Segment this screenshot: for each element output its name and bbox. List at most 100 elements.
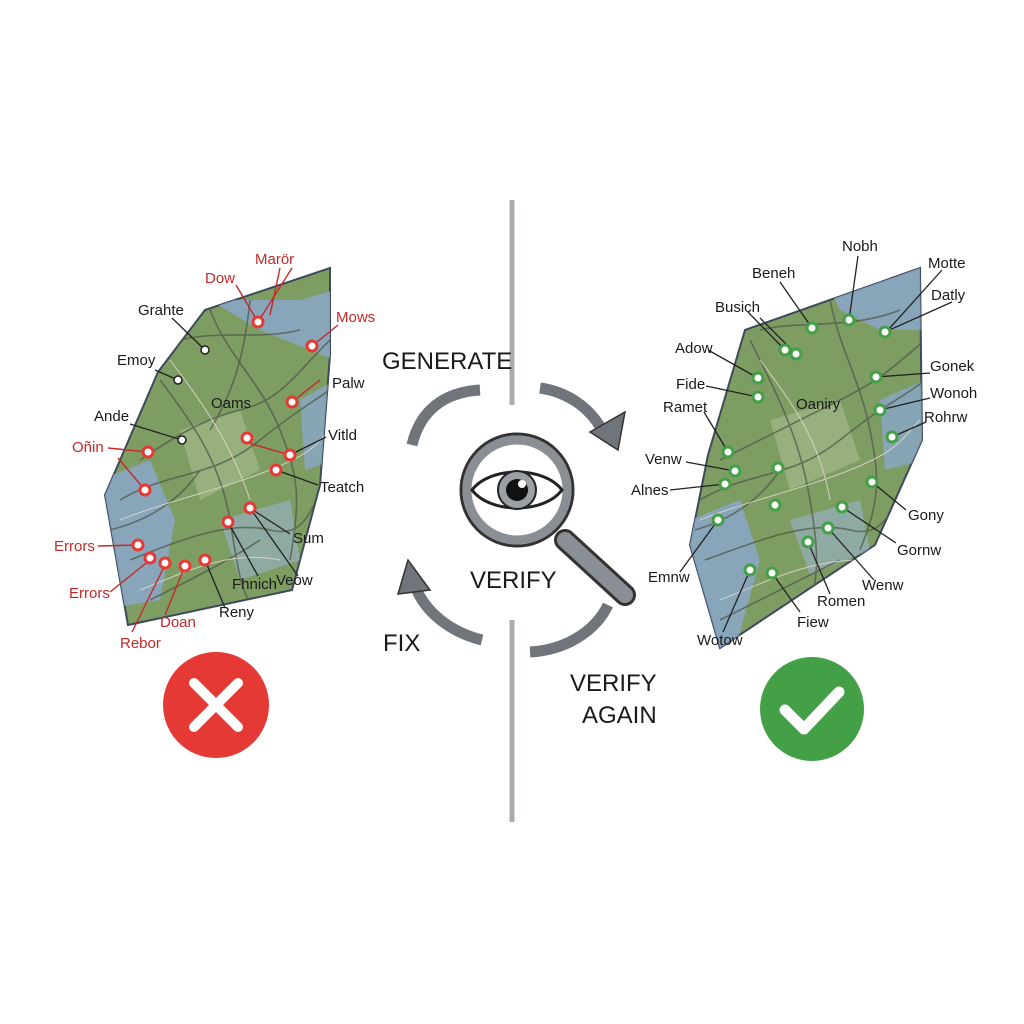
ok-marker: [711, 513, 725, 527]
left-label: Emoy: [117, 352, 156, 369]
right-label: Nobh: [842, 238, 878, 255]
left-map: Oams: [103, 266, 331, 627]
cycle-arrowheads: [396, 410, 627, 595]
ok-marker: [718, 477, 732, 491]
error-marker: [283, 448, 297, 462]
ok-marker: [801, 535, 815, 549]
step-fix: FIX: [383, 630, 420, 657]
left-label: Fhnich: [232, 576, 277, 593]
arrow-bottom-right: [529, 602, 613, 658]
right-label: Romen: [817, 593, 865, 610]
right-label: Fide: [676, 376, 705, 393]
left-label: Rebor: [120, 635, 161, 652]
ok-marker: [768, 498, 782, 512]
right-label: Gony: [908, 507, 944, 524]
step-generate: GENERATE: [382, 348, 512, 375]
ok-marker: [842, 313, 856, 327]
ok-marker: [869, 370, 883, 384]
ok-marker: [885, 430, 899, 444]
left-label: Dow: [205, 270, 235, 287]
right-label: Beneh: [752, 265, 795, 282]
error-marker: [143, 551, 157, 565]
right-ok-markers: [711, 313, 899, 580]
left-label: Vitld: [328, 427, 357, 444]
right-label: Motte: [928, 255, 966, 272]
arrow-bottom-left: [409, 583, 484, 646]
right-map-center-label: Oaniry: [796, 396, 841, 413]
step-verify-again-line1: VERIFY: [570, 670, 657, 697]
left-label: Veow: [276, 572, 313, 589]
ok-marker: [765, 566, 779, 580]
error-marker: [305, 339, 319, 353]
right-label: Ramet: [663, 399, 708, 416]
right-label: Rohrw: [924, 409, 968, 426]
right-label: Busich: [715, 299, 760, 316]
ok-marker: [743, 563, 757, 577]
check-icon: [760, 657, 864, 761]
left-error-markers: [131, 315, 319, 573]
ok-marker: [821, 521, 835, 535]
ok-marker: [878, 325, 892, 339]
left-label: Errors: [69, 585, 110, 602]
error-marker: [131, 538, 145, 552]
right-label: Emnw: [648, 569, 690, 586]
left-label: Grahte: [138, 302, 184, 319]
ok-marker: [721, 445, 735, 459]
ok-marker: [789, 347, 803, 361]
left-label: Oñin: [72, 439, 104, 456]
left-label: Mows: [336, 309, 375, 326]
arrow-top-right: [539, 382, 607, 433]
ok-marker: [778, 343, 792, 357]
right-label: Venw: [645, 451, 682, 468]
arrowhead-up-left: [396, 558, 432, 595]
right-label: Wenw: [862, 577, 904, 594]
ok-marker: [728, 464, 742, 478]
left-map-center-label: Oams: [211, 395, 251, 412]
ok-marker: [751, 390, 765, 404]
error-marker: [251, 315, 265, 329]
error-marker: [221, 515, 235, 529]
error-marker: [138, 483, 152, 497]
arrow-top-left: [406, 384, 481, 447]
error-marker: [158, 556, 172, 570]
right-label: Wotow: [697, 632, 743, 649]
magnifier-eye-icon: [459, 432, 636, 606]
right-label: Adow: [675, 340, 713, 357]
step-verify-again-line2: AGAIN: [582, 702, 657, 729]
left-label: Palw: [332, 375, 365, 392]
left-labels: Marör Dow Grahte Mows Emoy Palw Ande Vit…: [54, 251, 375, 652]
ok-marker: [865, 475, 879, 489]
error-marker: [178, 559, 192, 573]
left-label: Marör: [255, 251, 294, 268]
right-label: Wonoh: [930, 385, 977, 402]
error-marker: [240, 431, 254, 445]
left-label: Reny: [219, 604, 255, 621]
ok-marker: [873, 403, 887, 417]
left-label: Doan: [160, 614, 196, 631]
left-label: Errors: [54, 538, 95, 555]
right-label: Fiew: [797, 614, 829, 631]
error-marker: [269, 463, 283, 477]
right-labels: Nobh Motte Beneh Datly Busich Adow Gonek…: [631, 238, 977, 649]
ok-marker: [835, 500, 849, 514]
step-verify: VERIFY: [470, 567, 557, 594]
error-marker: [243, 501, 257, 515]
left-label: Sum: [293, 530, 324, 547]
ok-marker: [771, 461, 785, 475]
right-label: Gonek: [930, 358, 975, 375]
right-label: Datly: [931, 287, 966, 304]
left-white-markers: [173, 345, 210, 445]
ok-marker: [805, 321, 819, 335]
right-leaders: [669, 255, 953, 633]
ok-marker: [751, 371, 765, 385]
error-marker: [141, 445, 155, 459]
left-map-terrain: [105, 290, 330, 621]
left-leaders-black: [129, 317, 327, 609]
error-marker: [285, 395, 299, 409]
arrowhead-down-right: [588, 410, 627, 452]
right-label: Alnes: [631, 482, 669, 499]
right-label: Gornw: [897, 542, 941, 559]
x-icon: [163, 652, 269, 758]
left-label: Teatch: [320, 479, 364, 496]
